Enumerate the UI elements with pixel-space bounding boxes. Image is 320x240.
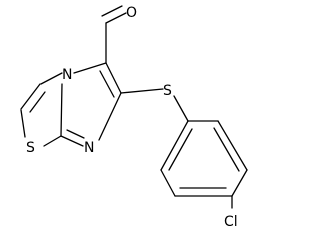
atom-chlorine: Cl bbox=[224, 214, 238, 230]
bond-c6-n7 bbox=[98, 92, 122, 141]
bond-s-aryl bbox=[173, 95, 189, 122]
bond-s1-c7a bbox=[43, 135, 62, 147]
bond-cho-o bbox=[105, 12, 127, 24]
bond-c5-c6 bbox=[105, 62, 122, 94]
atom-labels: O N N S S Cl bbox=[26, 5, 238, 230]
bond-n7-c7a-inner bbox=[66, 129, 85, 139]
bond-c7a-n4 bbox=[60, 83, 63, 137]
bond-c3-c2 bbox=[20, 83, 41, 110]
atom-bridgehead-nitrogen: N bbox=[62, 67, 72, 83]
atom-aldehyde-oxygen: O bbox=[126, 5, 137, 21]
bond-lines bbox=[20, 5, 248, 209]
bond-n4-c3 bbox=[40, 72, 63, 85]
bond-ph3-ph4 bbox=[231, 169, 248, 197]
atom-imidazole-nitrogen: N bbox=[84, 140, 94, 156]
structure-canvas: O N N S S Cl bbox=[20, 5, 248, 230]
bond-inner-ph2-ph3 bbox=[213, 127, 240, 172]
bond-cho-o-double bbox=[101, 5, 123, 17]
bond-n4-c5 bbox=[73, 62, 107, 74]
bond-ph6-ph1 bbox=[160, 120, 189, 171]
bond-c3-c2-inner bbox=[29, 91, 46, 113]
bond-n7-c7a bbox=[60, 135, 84, 147]
bond-ph5-ph6 bbox=[160, 169, 176, 197]
bond-ph2-ph3 bbox=[217, 120, 248, 171]
atom-thiazole-sulfur: S bbox=[26, 140, 35, 156]
bond-inner-ph6-ph1 bbox=[168, 128, 193, 171]
bond-c2-s1 bbox=[20, 109, 26, 138]
bond-c6-s bbox=[120, 88, 164, 94]
molecule-structure-diagram: O N N S S Cl bbox=[20, 5, 248, 230]
bond-c5-c6-inner bbox=[99, 70, 115, 98]
atom-thioether-sulfur: S bbox=[163, 83, 172, 99]
